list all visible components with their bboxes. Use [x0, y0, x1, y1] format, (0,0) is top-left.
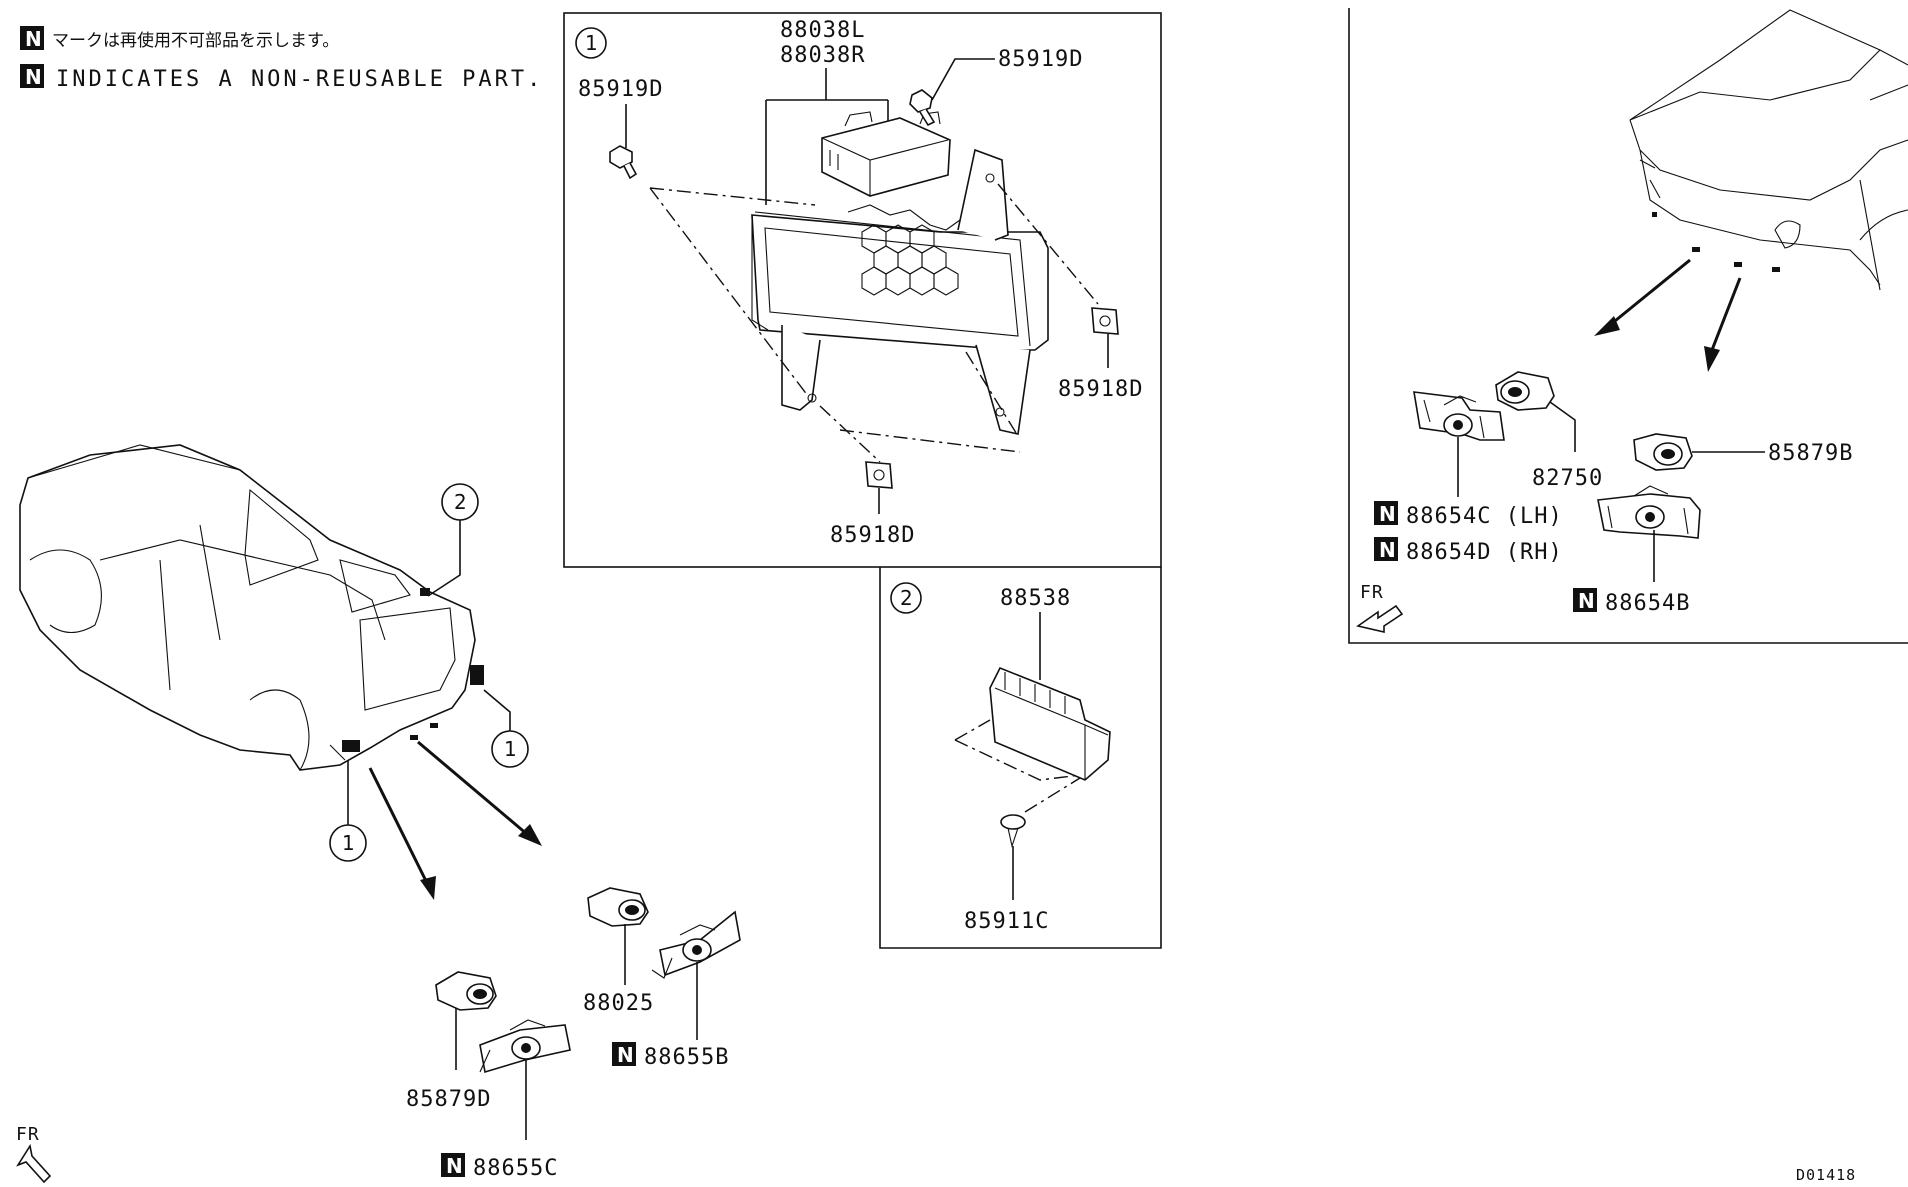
- part-label-85919D: 85919D: [998, 47, 1083, 72]
- callout-number: 1: [585, 31, 598, 55]
- assembly-line: [839, 429, 1021, 453]
- front-direction-indicator: FR: [1356, 582, 1404, 634]
- part-label-88654D: 88654D (RH): [1406, 540, 1563, 565]
- leader-line: [931, 58, 995, 101]
- bolt-icon: [909, 89, 936, 127]
- assembly-line: [649, 187, 809, 397]
- part-label-88655C: 88655C: [473, 1156, 558, 1181]
- note-english: INDICATES A NON-REUSABLE PART.: [56, 67, 543, 92]
- sensor-holder-icon: [1413, 391, 1505, 441]
- fr-label: FR: [16, 1124, 40, 1145]
- front-vehicle-icon: [1629, 9, 1908, 291]
- note-badge-letter: N: [25, 65, 42, 89]
- callout-circle-icon: [575, 27, 607, 59]
- part-label-88025: 88025: [583, 991, 654, 1016]
- direction-arrow-icon: [1704, 277, 1742, 372]
- part-label-88654C: 88654C (LH): [1406, 504, 1563, 529]
- note-japanese: マークは再使用不可部品を示します。: [52, 30, 339, 51]
- assembly-line: [819, 405, 881, 463]
- sensor-holder-icon: [651, 910, 741, 979]
- leader-line: [427, 520, 461, 597]
- detail-box-1-frame: [563, 12, 1162, 568]
- non-reusable-badge-icon: [20, 26, 44, 50]
- detail-box-2: 2 88538 85911C: [879, 567, 1162, 949]
- assembly-line: [1024, 777, 1081, 813]
- parking-sensor-icon: [435, 971, 497, 1011]
- part-label-88038L: 88038L: [780, 18, 865, 43]
- non-reusable-badge-icon: [20, 64, 44, 88]
- sensor-holder-icon: [1597, 485, 1701, 539]
- part-label-85911C: 85911C: [964, 909, 1049, 934]
- part-label-88538: 88538: [1000, 586, 1071, 611]
- fr-arrow-icon: [1356, 604, 1404, 634]
- part-label-85918D: 85918D: [830, 523, 915, 548]
- non-reusable-note: N マークは再使用不可部品を示します。 N INDICATES A NON-RE…: [20, 26, 543, 92]
- clip-nut-icon: [865, 461, 893, 489]
- part-label-88655B: 88655B: [644, 1045, 729, 1070]
- direction-arrow-icon: [368, 767, 436, 900]
- part-label-82750: 82750: [1532, 466, 1603, 491]
- callout-number: 2: [454, 490, 467, 514]
- badge-letter: N: [1578, 589, 1595, 613]
- callout-number: 1: [342, 831, 355, 855]
- fr-arrow-icon: [16, 1143, 52, 1184]
- clip-nut-icon: [1091, 307, 1119, 335]
- part-label-85879D: 85879D: [406, 1087, 491, 1112]
- non-reusable-badge-icon: [441, 1153, 465, 1177]
- controller-unit-icon: [989, 666, 1111, 781]
- leader-line: [1549, 401, 1576, 452]
- badge-letter: N: [1379, 502, 1396, 526]
- detail-box-1: 1 88038L 88038R 85919D 85919D: [563, 12, 1162, 568]
- leader-line: [483, 689, 511, 731]
- rear-vehicle-icon: [19, 444, 484, 771]
- non-reusable-badge-icon: [1374, 537, 1398, 561]
- sensor-holder-icon: [479, 1019, 571, 1074]
- part-label-88654B: 88654B: [1605, 591, 1690, 616]
- parking-sensor-icon: [1495, 371, 1555, 411]
- direction-arrow-icon: [417, 740, 542, 846]
- assembly-line: [649, 187, 816, 206]
- front-panel-frame: [1348, 8, 1908, 644]
- bolt-icon: [609, 145, 638, 180]
- sensor-bracket-icon: [751, 148, 1049, 435]
- fr-label: FR: [1360, 582, 1384, 603]
- part-label-85919D: 85919D: [578, 77, 663, 102]
- diagram-id: D01418: [1796, 1166, 1856, 1184]
- badge-letter: N: [446, 1154, 463, 1178]
- front-direction-indicator: FR: [16, 1124, 52, 1184]
- badge-letter: N: [617, 1043, 634, 1067]
- assembly-line: [954, 719, 991, 741]
- part-label-85918D: 85918D: [1058, 377, 1143, 402]
- assembly-line: [965, 351, 1019, 437]
- non-reusable-badge-icon: [612, 1042, 636, 1066]
- control-module-icon: [821, 111, 951, 197]
- leader-line: [765, 68, 889, 205]
- non-reusable-badge-icon: [1374, 501, 1398, 525]
- callout-number: 2: [900, 586, 913, 610]
- badge-letter: N: [1379, 538, 1396, 562]
- parking-sensor-icon: [1633, 433, 1693, 471]
- direction-arrow-icon: [1594, 258, 1691, 336]
- parking-sensor-icon: [587, 887, 649, 927]
- detail-box-2-frame: [879, 567, 1162, 949]
- non-reusable-badge-icon: [1573, 588, 1597, 612]
- screw-icon: [1000, 814, 1026, 849]
- front-view-panel: 82750 N 88654C (LH) N 88654D (RH) 85879B: [1348, 8, 1908, 644]
- callout-number: 1: [504, 737, 517, 761]
- part-label-85879B: 85879B: [1768, 441, 1853, 466]
- assembly-line: [954, 739, 1081, 781]
- part-label-88038R: 88038R: [780, 43, 865, 68]
- note-badge-letter: N: [25, 27, 42, 51]
- callout-circle-icon: [890, 582, 922, 614]
